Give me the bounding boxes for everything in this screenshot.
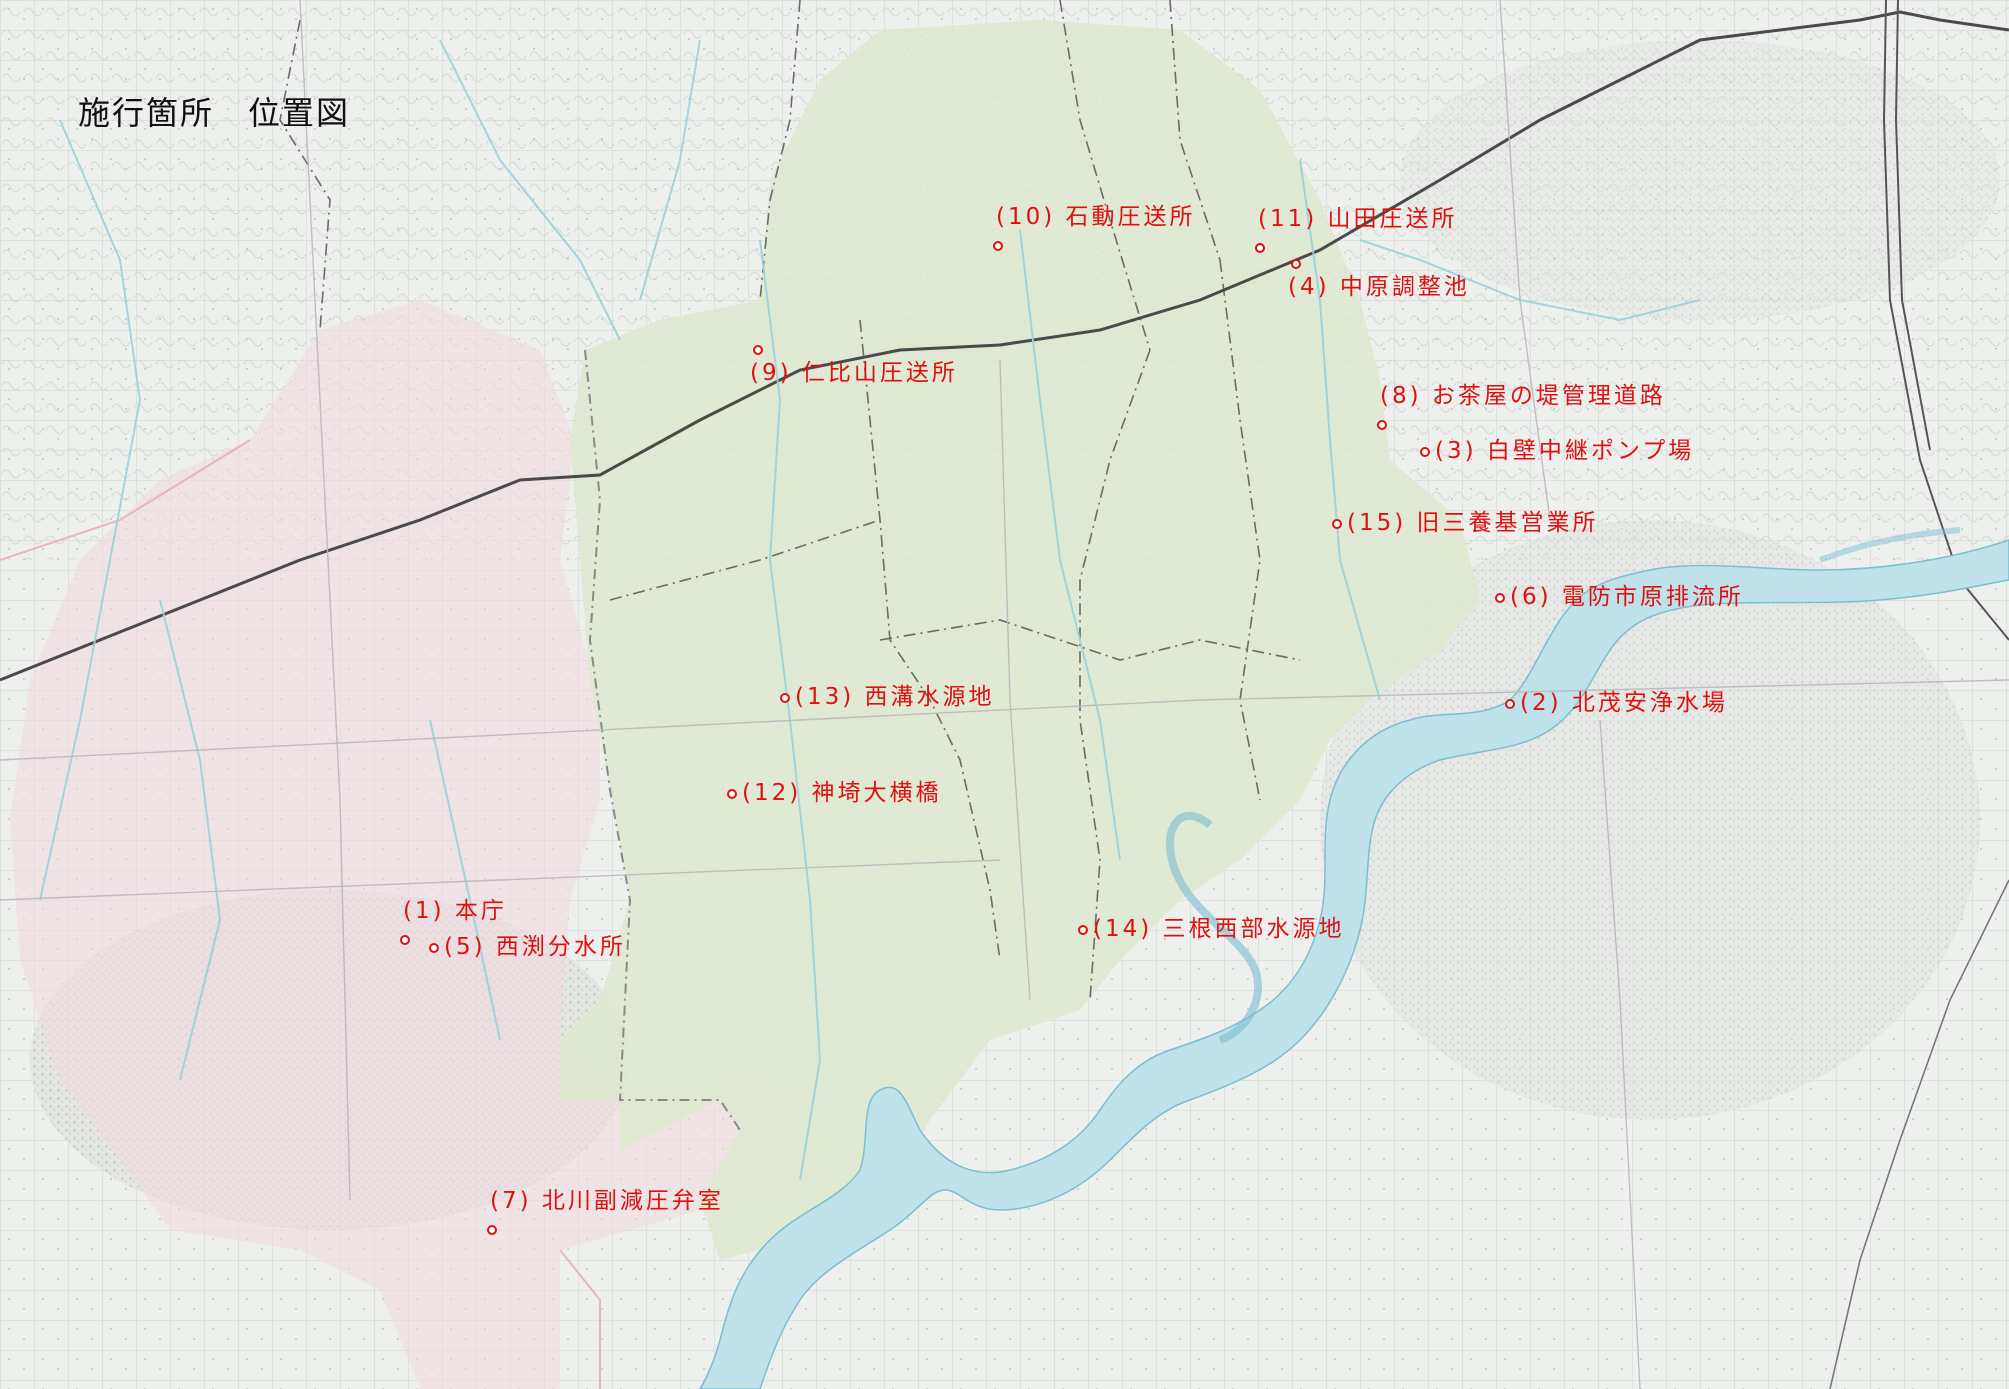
- marker-label: (5) 西渕分水所: [444, 934, 626, 960]
- marker-label: (7) 北川副減圧弁室: [490, 1188, 724, 1214]
- map-title: 施行箇所 位置図: [78, 94, 351, 132]
- marker-label: (10) 石動圧送所: [996, 204, 1196, 230]
- marker-label: (3) 白壁中継ポンプ場: [1435, 438, 1695, 464]
- location-dot-icon[interactable]: [1332, 519, 1342, 529]
- marker-label: (4) 中原調整池: [1288, 274, 1470, 300]
- location-dot-icon[interactable]: [1255, 243, 1265, 253]
- location-dot-icon[interactable]: [1078, 925, 1088, 935]
- marker-label: (13) 西溝水源地: [795, 684, 995, 710]
- pink-district: [10, 300, 820, 1389]
- location-dot-icon[interactable]: [727, 789, 737, 799]
- location-dot-icon[interactable]: [780, 693, 790, 703]
- marker-label: (11) 山田圧送所: [1258, 206, 1458, 232]
- municipal-boundaries: [279, 0, 1301, 1001]
- green-district: [560, 20, 1480, 1260]
- location-dot-icon[interactable]: [753, 345, 763, 355]
- location-dot-icon[interactable]: [993, 241, 1003, 251]
- location-dot-icon[interactable]: [1420, 447, 1430, 457]
- location-dot-icon[interactable]: [400, 935, 410, 945]
- marker-label: (15) 旧三養基営業所: [1347, 510, 1599, 536]
- marker-label: (1) 本庁: [403, 898, 507, 924]
- urban-area-east: [1320, 520, 1980, 1120]
- location-dot-icon[interactable]: [1505, 699, 1515, 709]
- location-dot-icon[interactable]: [429, 943, 439, 953]
- marker-label: (12) 神埼大横橋: [742, 780, 942, 806]
- location-dot-icon[interactable]: [487, 1225, 497, 1235]
- main-river: [699, 527, 2009, 1389]
- location-dot-icon[interactable]: [1495, 593, 1505, 603]
- marker-label: (2) 北茂安浄水場: [1520, 690, 1728, 716]
- location-dot-icon[interactable]: [1377, 420, 1387, 430]
- marker-label: (9) 仁比山圧送所: [750, 360, 958, 386]
- marker-label: (8) お茶屋の堤管理道路: [1380, 383, 1666, 409]
- marker-label: (6) 電防市原排流所: [1510, 584, 1744, 610]
- location-dot-icon[interactable]: [1291, 259, 1301, 269]
- marker-label: (14) 三根西部水源地: [1093, 916, 1345, 942]
- urban-area-northeast: [1400, 40, 2000, 320]
